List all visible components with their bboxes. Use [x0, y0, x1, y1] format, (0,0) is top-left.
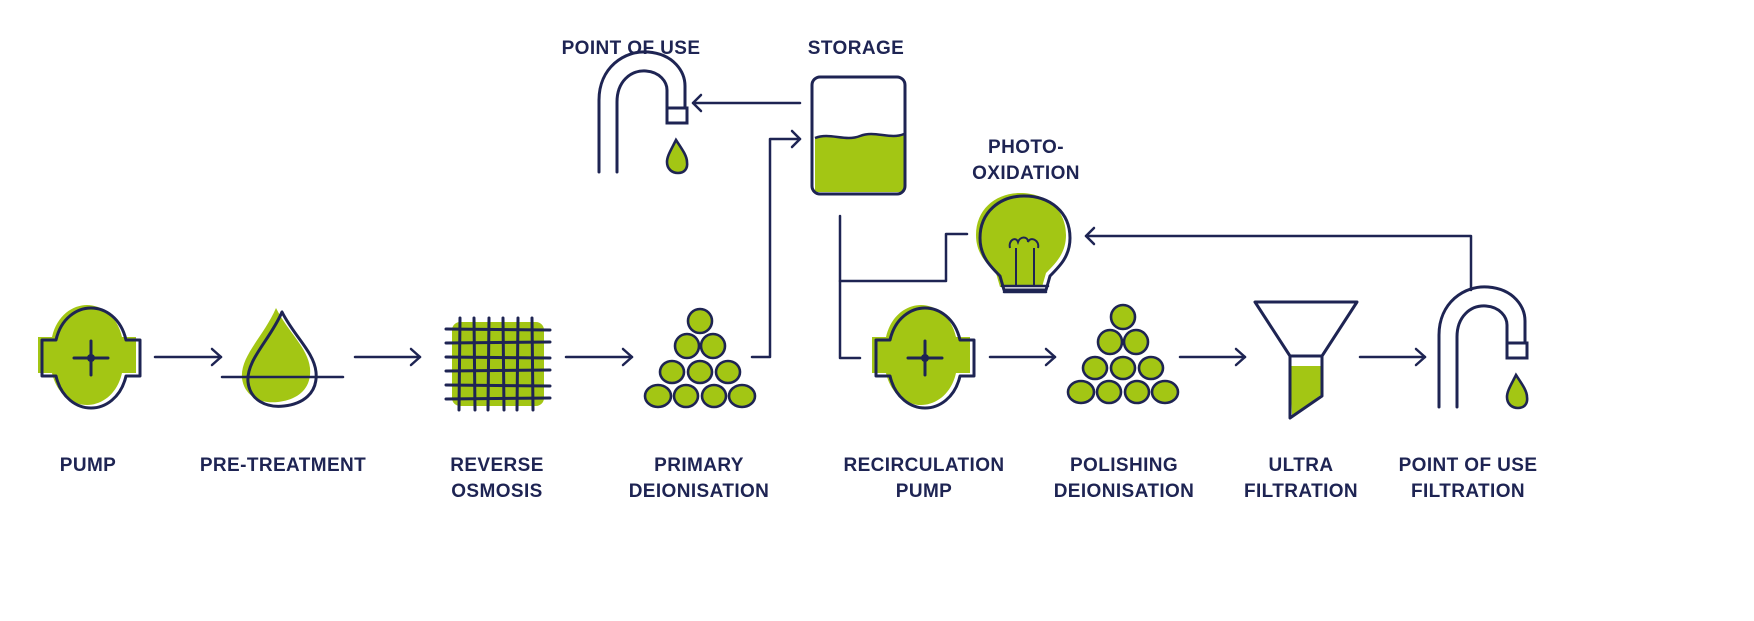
resin-beads-icon — [1066, 303, 1180, 405]
label-pre-treatment: PRE-TREATMENT — [199, 455, 367, 476]
flow-arrow — [750, 129, 802, 359]
flow-arrow — [1178, 347, 1247, 367]
flow-line — [838, 214, 862, 360]
label-point-of-use-filtration: POINT OF USE FILTRATION — [1398, 455, 1538, 502]
label-reverse-osmosis: REVERSE OSMOSIS — [450, 455, 544, 502]
flow-arrow — [153, 347, 223, 367]
flow-arrow — [691, 93, 802, 113]
label-storage: STORAGE — [807, 38, 905, 59]
flow-arrow — [1358, 347, 1427, 367]
label-primary-deionisation: PRIMARY DEIONISATION — [628, 455, 770, 502]
tap-icon — [597, 50, 694, 175]
tap-icon — [1437, 285, 1534, 410]
flow-arrow — [988, 347, 1057, 367]
label-ultra-filtration: ULTRA FILTRATION — [1243, 455, 1359, 502]
mesh-filter-icon — [444, 316, 552, 412]
pump-icon — [870, 303, 976, 410]
flow-arrow — [1084, 226, 1473, 292]
label-pump: PUMP — [59, 455, 117, 476]
label-point-of-use: POINT OF USE — [561, 38, 701, 59]
label-recirculation-pump: RECIRCULATION PUMP — [843, 455, 1005, 502]
uv-lamp-icon — [976, 193, 1072, 294]
label-photo-oxidation: PHOTO- OXIDATION — [972, 137, 1080, 184]
flow-arrow — [353, 347, 422, 367]
flow-arrow — [564, 347, 634, 367]
droplet-icon — [220, 308, 345, 408]
flow-line — [838, 232, 969, 283]
resin-beads-icon — [643, 307, 757, 409]
pump-icon — [36, 303, 142, 410]
storage-tank-icon — [810, 75, 907, 196]
funnel-icon — [1253, 300, 1359, 420]
label-polishing-deionisation: POLISHING DEIONISATION — [1053, 455, 1195, 502]
